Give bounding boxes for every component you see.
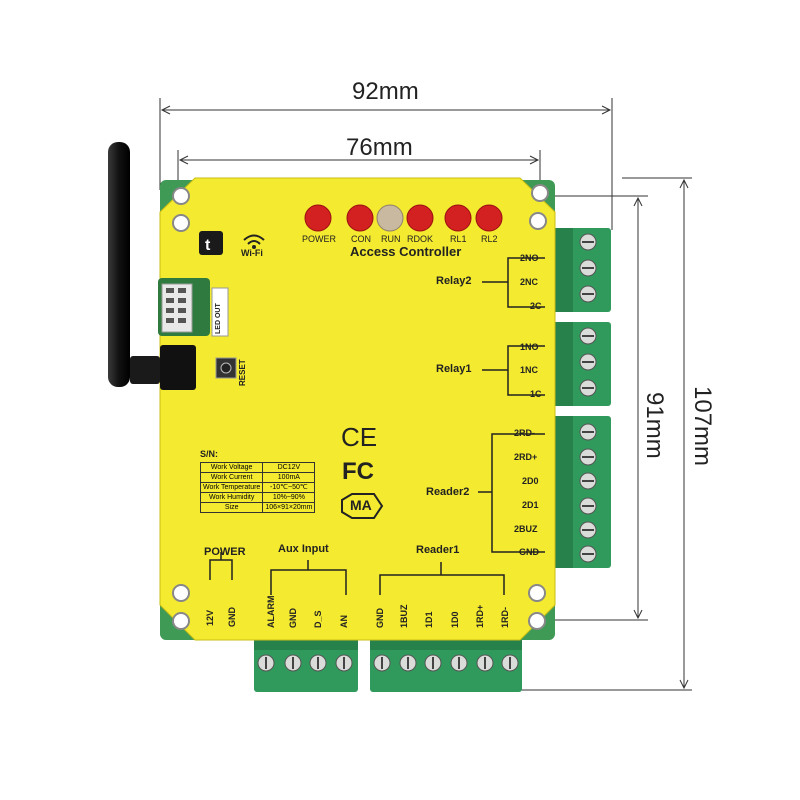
reader1-label: Reader1	[416, 544, 460, 556]
spec-value: 106×91×20mm	[262, 502, 316, 513]
reader1-pin-d1: 1D1	[424, 611, 434, 628]
reader2-label: Reader2	[426, 486, 470, 498]
tuya-logo	[199, 231, 223, 255]
aux-terminal	[254, 636, 358, 692]
reader2-pin-d1: 2D1	[522, 500, 539, 510]
aux-label: Aux Input	[278, 543, 329, 555]
reader2-pin-rd-minus: 2RD-	[514, 428, 536, 438]
relay1-pin-c: 1C	[530, 389, 542, 399]
spec-key: Work Temperature	[199, 482, 264, 493]
reader2-pin-d0: 2D0	[522, 476, 539, 486]
led-out-label-box	[211, 287, 229, 337]
antenna-base	[130, 356, 160, 384]
reset-label: RESET	[238, 359, 247, 386]
spec-key: Work Current	[199, 472, 264, 483]
relay2-terminal	[555, 228, 611, 312]
wifi-icon	[243, 234, 265, 245]
svg-text:t: t	[205, 237, 211, 254]
table-row: Work Temperature-10℃~50℃	[199, 482, 316, 493]
led-label-rl2: RL2	[481, 234, 498, 244]
aux-pin-an: AN	[339, 615, 349, 628]
relay1-pin-nc: 1NC	[520, 365, 539, 375]
spec-key: Work Voltage	[199, 462, 264, 473]
reader2-pin-rd-plus: 2RD+	[514, 452, 538, 462]
aux-pin-ds: D_S	[313, 610, 323, 628]
led-out-label: LED OUT	[215, 303, 222, 334]
spec-value: 10%~90%	[262, 492, 316, 503]
led-label-con: CON	[351, 234, 371, 244]
power-pin-12v: 12V	[205, 609, 215, 626]
spec-key: Work Humidity	[199, 492, 264, 503]
overall-width-label: 92mm	[352, 78, 419, 105]
reader1-terminal	[370, 636, 522, 692]
mounting-holes	[172, 184, 549, 630]
led-label-rl1: RL1	[450, 234, 467, 244]
sn-label: S/N:	[200, 449, 218, 459]
reader1-pin-buz: 1BUZ	[399, 604, 409, 628]
fc-mark: FC	[342, 458, 374, 485]
board-height-label: 91mm	[641, 392, 668, 459]
relay1-terminal	[555, 322, 611, 406]
dimension-lines	[159, 98, 692, 691]
reader1-pin-rd-minus: 1RD-	[500, 606, 510, 628]
relay2-pin-c: 2C	[530, 301, 542, 311]
yellow-pcb	[159, 177, 556, 641]
status-leds	[304, 204, 503, 232]
ma-mark: MA	[350, 497, 372, 513]
relay2-label: Relay2	[436, 275, 472, 287]
wifi-label: Wi-Fi	[241, 248, 263, 258]
spec-value: 100mA	[262, 472, 316, 483]
reader2-pin-gnd: GND	[519, 547, 539, 557]
spec-value: -10℃~50℃	[262, 482, 316, 493]
antenna	[108, 142, 130, 387]
power-label: POWER	[204, 546, 246, 558]
aux-pin-gnd: GND	[288, 608, 298, 628]
relay1-pin-no: 1NO	[520, 342, 539, 352]
board-width-label: 76mm	[346, 134, 413, 161]
power-pin-gnd: GND	[227, 607, 237, 627]
relay1-label: Relay1	[436, 363, 472, 375]
reader1-pin-gnd: GND	[375, 608, 385, 628]
antenna-connector	[160, 345, 196, 390]
bracket-lines	[209, 257, 545, 595]
led-label-run: RUN	[381, 234, 401, 244]
aux-pin-alarm: ALARM	[266, 595, 276, 629]
led-label-rdok: RDOK	[407, 234, 434, 244]
reader2-terminal	[555, 416, 611, 568]
relay2-pin-nc: 2NC	[520, 277, 539, 287]
ce-mark: CE	[341, 422, 378, 452]
reader2-pin-buz: 2BUZ	[514, 524, 538, 534]
reader1-pin-rd-plus: 1RD+	[475, 604, 485, 628]
board-title: Access Controller	[350, 244, 462, 259]
overall-height-label: 107mm	[689, 386, 716, 467]
spec-key: Size	[199, 502, 264, 513]
reader1-pin-d0: 1D0	[450, 611, 460, 628]
spec-value: DC12V	[262, 462, 316, 473]
relay2-pin-no: 2NO	[520, 253, 539, 263]
ma-logo-frame	[341, 493, 384, 519]
led-label-power: POWER	[302, 234, 337, 244]
